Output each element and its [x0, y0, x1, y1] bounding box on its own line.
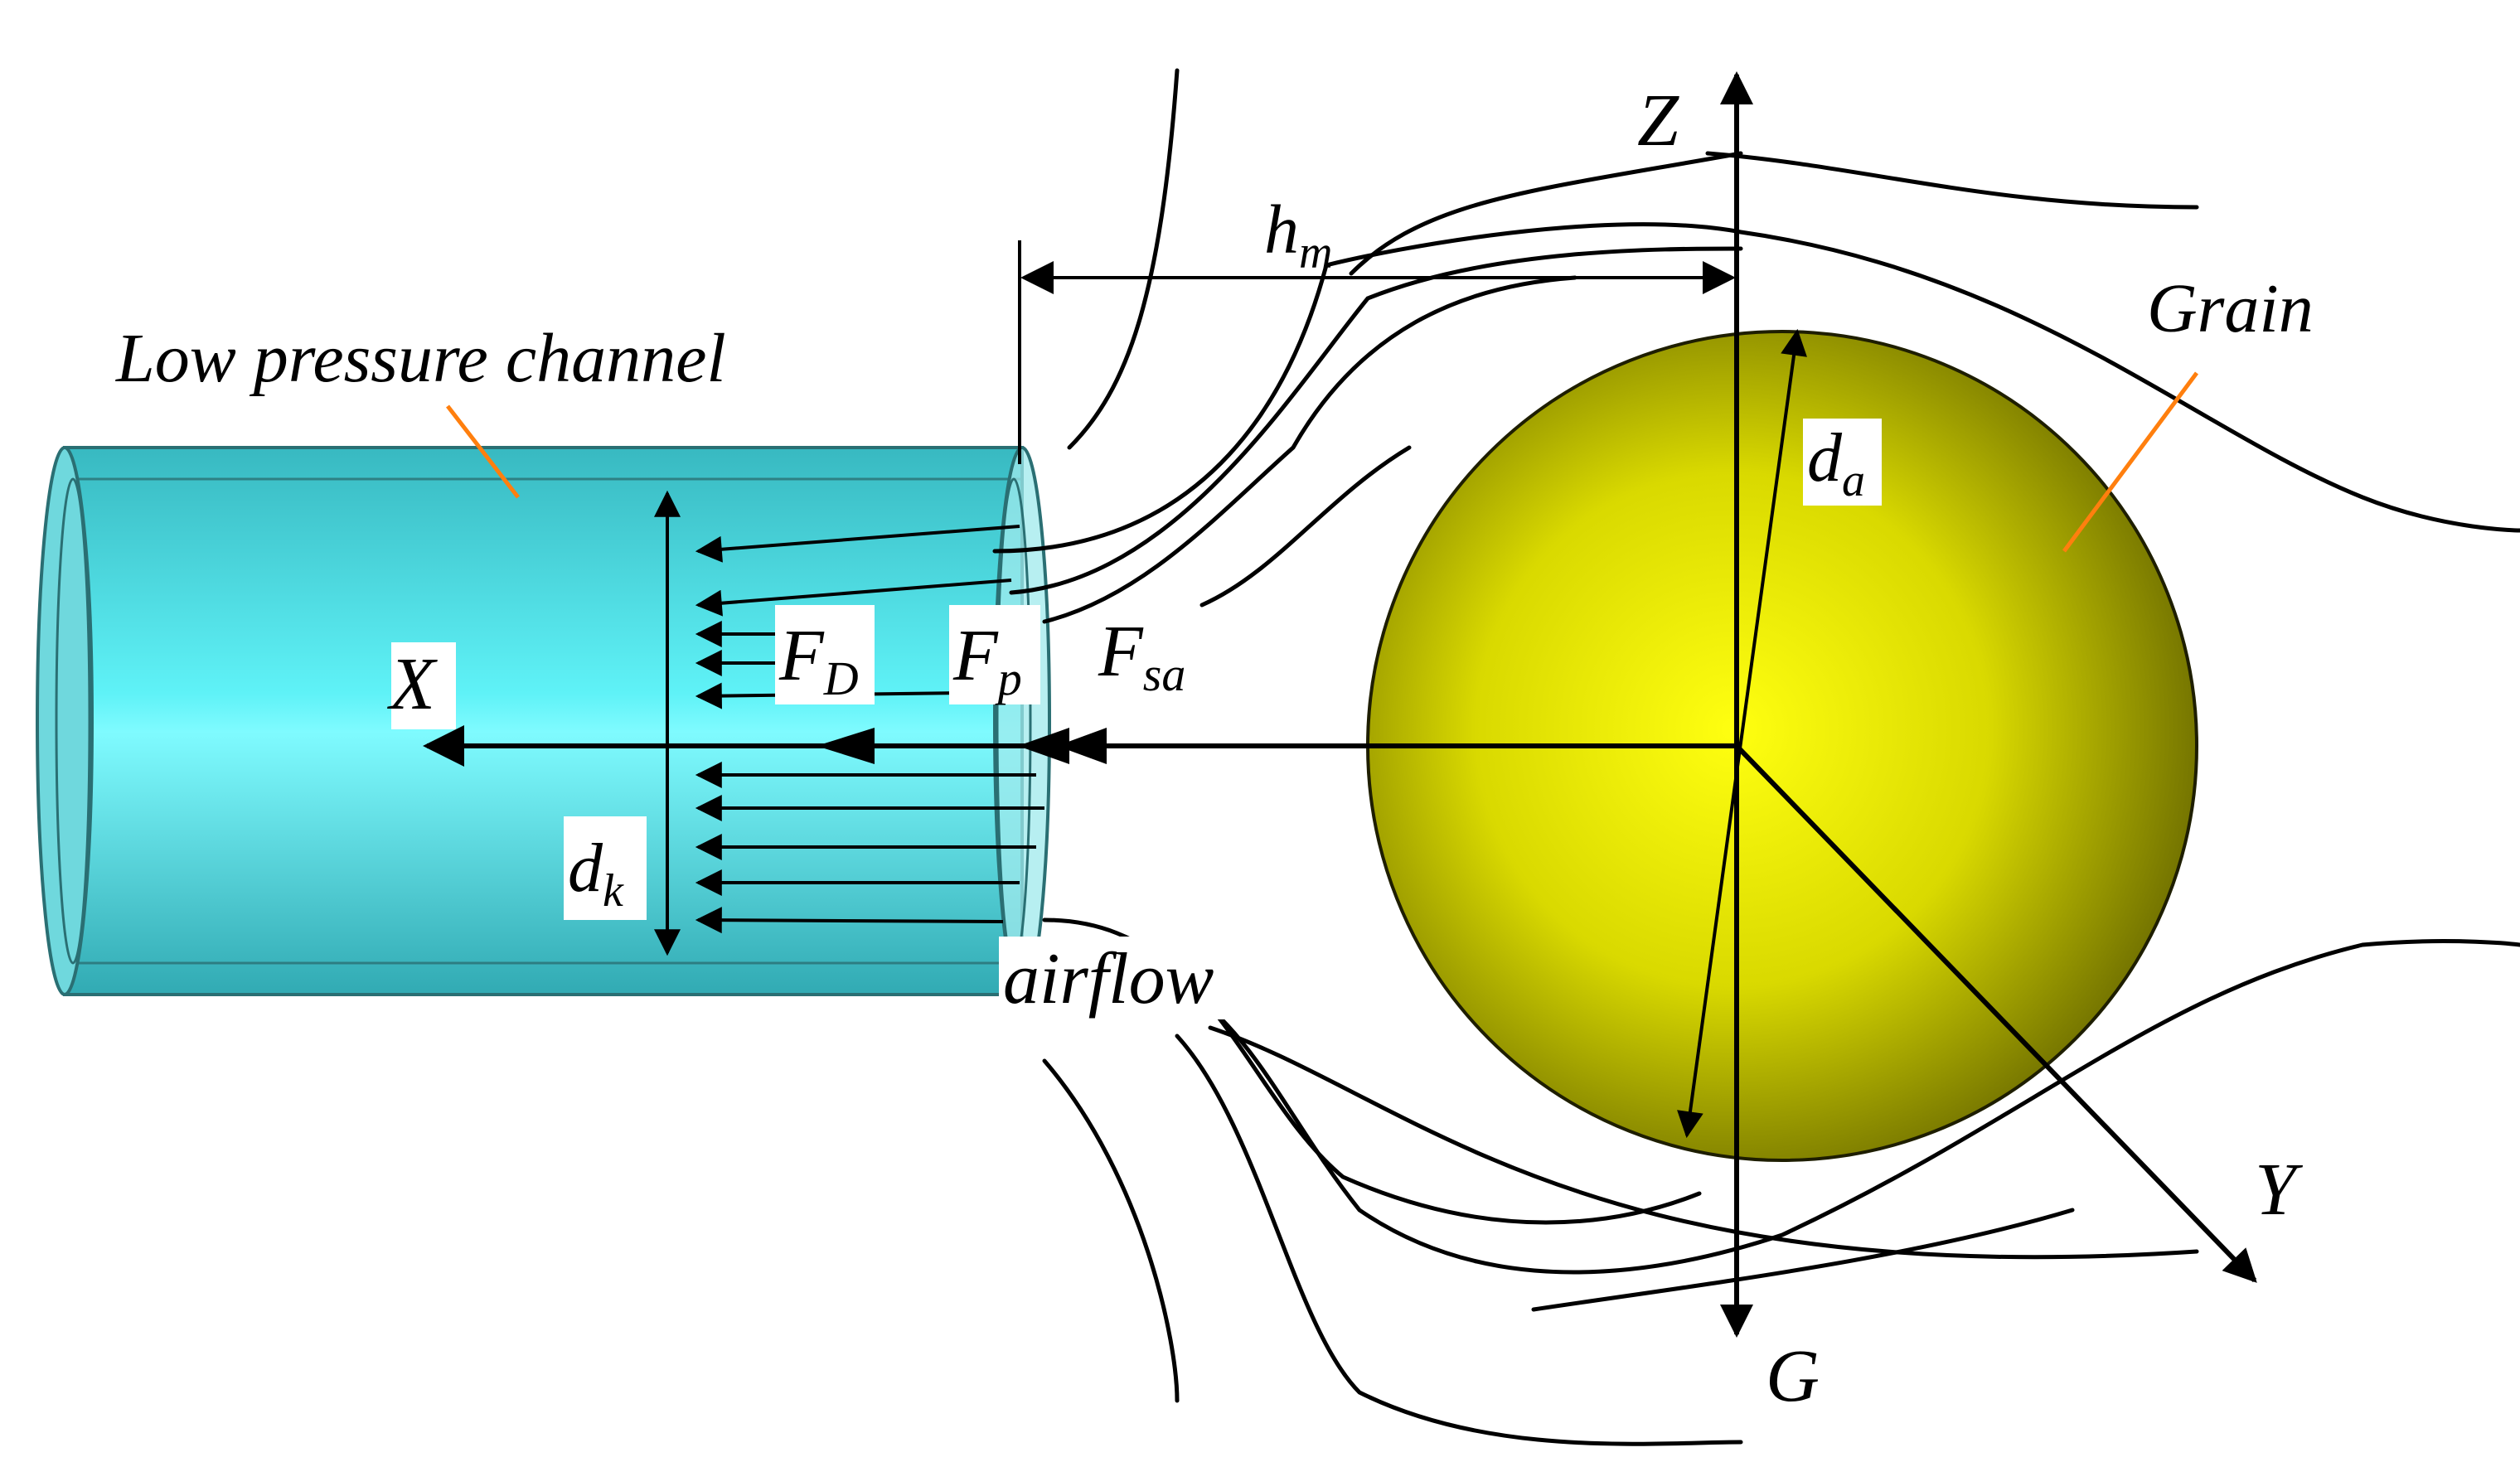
dk-label: dk	[568, 830, 624, 917]
streamline-lower-6	[1531, 1208, 2075, 1312]
fp-arrowhead	[1018, 728, 1069, 764]
da-label: da	[1807, 419, 1865, 506]
hm-sub: m	[1299, 227, 1332, 278]
tube-left-rim-inner	[55, 477, 91, 965]
streamline-lower-2	[1191, 939, 2520, 1275]
low-pressure-channel	[36, 446, 1051, 996]
fsa-arrowhead	[1057, 728, 1107, 764]
airflow-label-bg	[999, 937, 1235, 1019]
fd-main: F	[778, 616, 825, 696]
tube-body	[63, 446, 1024, 996]
x-axis-label: X	[387, 643, 438, 725]
fp-label: Fp	[952, 616, 1022, 705]
grain-label: Grain	[2147, 270, 2314, 347]
fd-label: FD	[778, 616, 859, 705]
grain-leader-line	[2062, 371, 2199, 553]
streamline-lower-5	[1208, 1025, 2199, 1260]
z-axis-label: Z	[1637, 80, 1679, 162]
da-label-bg	[1803, 419, 1882, 506]
inflow-arrows-lower	[695, 762, 1044, 934]
hm-main: h	[1264, 191, 1299, 269]
dk-main: d	[568, 830, 603, 907]
fd-label-bg	[775, 605, 875, 704]
fsa-sub: sa	[1143, 647, 1186, 701]
fd-sub: D	[823, 651, 859, 705]
x-label-bg	[391, 642, 456, 729]
fd-arrowhead	[817, 728, 875, 764]
fp-main: F	[952, 616, 999, 696]
da-main: d	[1807, 419, 1843, 496]
g-axis-label: G	[1766, 1335, 1820, 1417]
fsa-label: Fsa	[1098, 612, 1185, 701]
da-sub: a	[1842, 455, 1865, 506]
dk-label-bg	[564, 816, 647, 920]
hm-label: hm	[1264, 191, 1332, 278]
dimensions	[654, 240, 1807, 1139]
flow-arrow	[695, 525, 1020, 563]
streamline-upper-7	[1199, 445, 1412, 608]
flow-arrow	[695, 579, 1012, 617]
fsa-main: F	[1098, 612, 1144, 692]
fp-label-bg	[949, 605, 1040, 704]
streamline-top-2	[1705, 151, 2199, 210]
channel-leader-line	[446, 404, 520, 499]
airflow-label: airflow	[1003, 939, 1214, 1019]
streamline-upper-4	[992, 222, 2520, 554]
streamline-lower-4	[1175, 1034, 1743, 1446]
y-axis-label: Y	[2255, 1149, 2304, 1231]
streamline-lower-3	[1042, 1058, 1180, 1403]
fp-sub: p	[995, 651, 1022, 705]
streamline-top-3	[1067, 68, 1180, 450]
da-dimension-line	[1677, 328, 1807, 1139]
tube-left-rim	[36, 446, 94, 996]
streamline-upper-6	[1042, 275, 1577, 624]
flow-arrow	[695, 907, 1004, 934]
streamlines	[992, 68, 2520, 1446]
streamline-upper-5	[1009, 246, 1743, 595]
y-axis	[1734, 743, 2257, 1283]
streamline-top-1	[1349, 151, 1743, 276]
dk-sub: k	[603, 865, 624, 917]
channel-label: Low pressure channel	[115, 320, 726, 397]
